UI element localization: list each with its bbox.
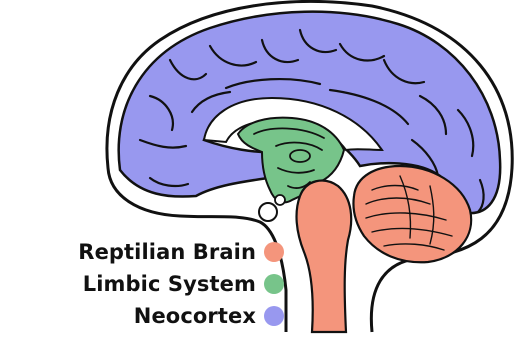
legend-item-reptilian: Reptilian Brain <box>78 236 284 268</box>
legend-label-limbic: Limbic System <box>83 272 256 296</box>
legend-item-neocortex: Neocortex <box>134 300 284 332</box>
legend-label-reptilian: Reptilian Brain <box>78 240 256 264</box>
pituitary <box>259 203 277 221</box>
legend-swatch-limbic <box>264 274 284 294</box>
mammillary <box>275 195 285 205</box>
legend-swatch-reptilian <box>264 242 284 262</box>
legend-swatch-neocortex <box>264 306 284 326</box>
legend-item-limbic: Limbic System <box>83 268 284 300</box>
brainstem <box>297 181 352 332</box>
legend: Reptilian Brain Limbic System Neocortex <box>78 236 284 332</box>
legend-label-neocortex: Neocortex <box>134 304 256 328</box>
